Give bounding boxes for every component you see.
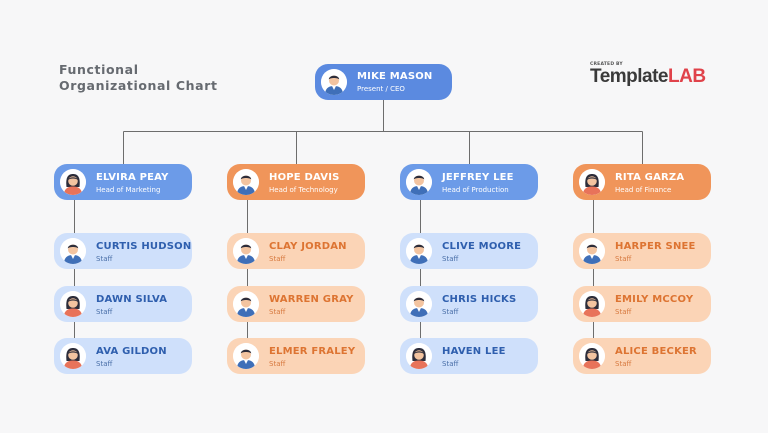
- dept-head-card[interactable]: RITA GARZA Head of Finance: [573, 164, 711, 200]
- staff-name: HAVEN LEE: [442, 346, 506, 357]
- staff-card[interactable]: CHRIS HICKS Staff: [400, 286, 538, 322]
- staff-role: Staff: [442, 255, 459, 263]
- staff-name: ALICE BECKER: [615, 346, 697, 357]
- staff-name: CURTIS HUDSON: [96, 241, 192, 252]
- staff-role: Staff: [96, 360, 113, 368]
- dept-head-name: HOPE DAVIS: [269, 172, 340, 183]
- chart-title: Functional Organizational Chart: [59, 62, 218, 94]
- man-avatar-icon: [233, 238, 259, 264]
- staff-card[interactable]: HARPER SNEE Staff: [573, 233, 711, 269]
- staff-name: DAWN SILVA: [96, 294, 168, 305]
- staff-role: Staff: [96, 255, 113, 263]
- staff-role: Staff: [269, 255, 286, 263]
- dept-head-card[interactable]: JEFFREY LEE Head of Production: [400, 164, 538, 200]
- chart-title-line2: Organizational Chart: [59, 78, 218, 93]
- staff-role: Staff: [615, 308, 632, 316]
- staff-name: AVA GILDON: [96, 346, 167, 357]
- dept-head-card[interactable]: HOPE DAVIS Head of Technology: [227, 164, 365, 200]
- woman-avatar-icon: [579, 343, 605, 369]
- dept-head-name: ELVIRA PEAY: [96, 172, 169, 183]
- brand-logo: CREATED BY TemplateLAB: [590, 62, 730, 88]
- staff-role: Staff: [269, 308, 286, 316]
- woman-avatar-icon: [60, 343, 86, 369]
- dept-head-role: Head of Production: [442, 186, 509, 194]
- chart-title-line1: Functional: [59, 62, 139, 77]
- man-avatar-icon: [406, 169, 432, 195]
- staff-card[interactable]: ALICE BECKER Staff: [573, 338, 711, 374]
- staff-name: ELMER FRALEY: [269, 346, 356, 357]
- staff-card[interactable]: DAWN SILVA Staff: [54, 286, 192, 322]
- woman-avatar-icon: [406, 343, 432, 369]
- staff-role: Staff: [442, 308, 459, 316]
- staff-card[interactable]: EMILY MCCOY Staff: [573, 286, 711, 322]
- staff-card[interactable]: ELMER FRALEY Staff: [227, 338, 365, 374]
- brand-name-main: Template: [590, 66, 669, 87]
- ceo-name: MIKE MASON: [357, 71, 433, 82]
- man-avatar-icon: [321, 69, 347, 95]
- ceo-role: Present / CEO: [357, 85, 405, 93]
- man-avatar-icon: [579, 238, 605, 264]
- man-avatar-icon: [233, 291, 259, 317]
- man-avatar-icon: [406, 238, 432, 264]
- staff-role: Staff: [615, 360, 632, 368]
- woman-avatar-icon: [579, 291, 605, 317]
- staff-name: HARPER SNEE: [615, 241, 696, 252]
- man-avatar-icon: [406, 291, 432, 317]
- man-avatar-icon: [60, 238, 86, 264]
- man-avatar-icon: [233, 169, 259, 195]
- dept-head-role: Head of Technology: [269, 186, 338, 194]
- staff-name: CLIVE MOORE: [442, 241, 522, 252]
- staff-role: Staff: [442, 360, 459, 368]
- staff-role: Staff: [96, 308, 113, 316]
- staff-name: EMILY MCCOY: [615, 294, 694, 305]
- dept-head-role: Head of Finance: [615, 186, 672, 194]
- staff-name: CLAY JORDAN: [269, 241, 347, 252]
- staff-name: WARREN GRAY: [269, 294, 354, 305]
- dept-head-name: JEFFREY LEE: [442, 172, 514, 183]
- staff-card[interactable]: CLAY JORDAN Staff: [227, 233, 365, 269]
- brand-name: TemplateLAB: [590, 66, 706, 88]
- woman-avatar-icon: [60, 169, 86, 195]
- brand-created-by: CREATED BY: [590, 62, 623, 67]
- staff-card[interactable]: CLIVE MOORE Staff: [400, 233, 538, 269]
- dept-head-name: RITA GARZA: [615, 172, 685, 183]
- staff-role: Staff: [269, 360, 286, 368]
- woman-avatar-icon: [579, 169, 605, 195]
- staff-card[interactable]: AVA GILDON Staff: [54, 338, 192, 374]
- brand-name-accent: LAB: [668, 66, 706, 87]
- man-avatar-icon: [233, 343, 259, 369]
- staff-card[interactable]: HAVEN LEE Staff: [400, 338, 538, 374]
- dept-head-role: Head of Marketing: [96, 186, 161, 194]
- ceo-card[interactable]: MIKE MASON Present / CEO: [315, 64, 452, 100]
- dept-head-card[interactable]: ELVIRA PEAY Head of Marketing: [54, 164, 192, 200]
- staff-role: Staff: [615, 255, 632, 263]
- staff-card[interactable]: WARREN GRAY Staff: [227, 286, 365, 322]
- staff-name: CHRIS HICKS: [442, 294, 517, 305]
- staff-card[interactable]: CURTIS HUDSON Staff: [54, 233, 192, 269]
- woman-avatar-icon: [60, 291, 86, 317]
